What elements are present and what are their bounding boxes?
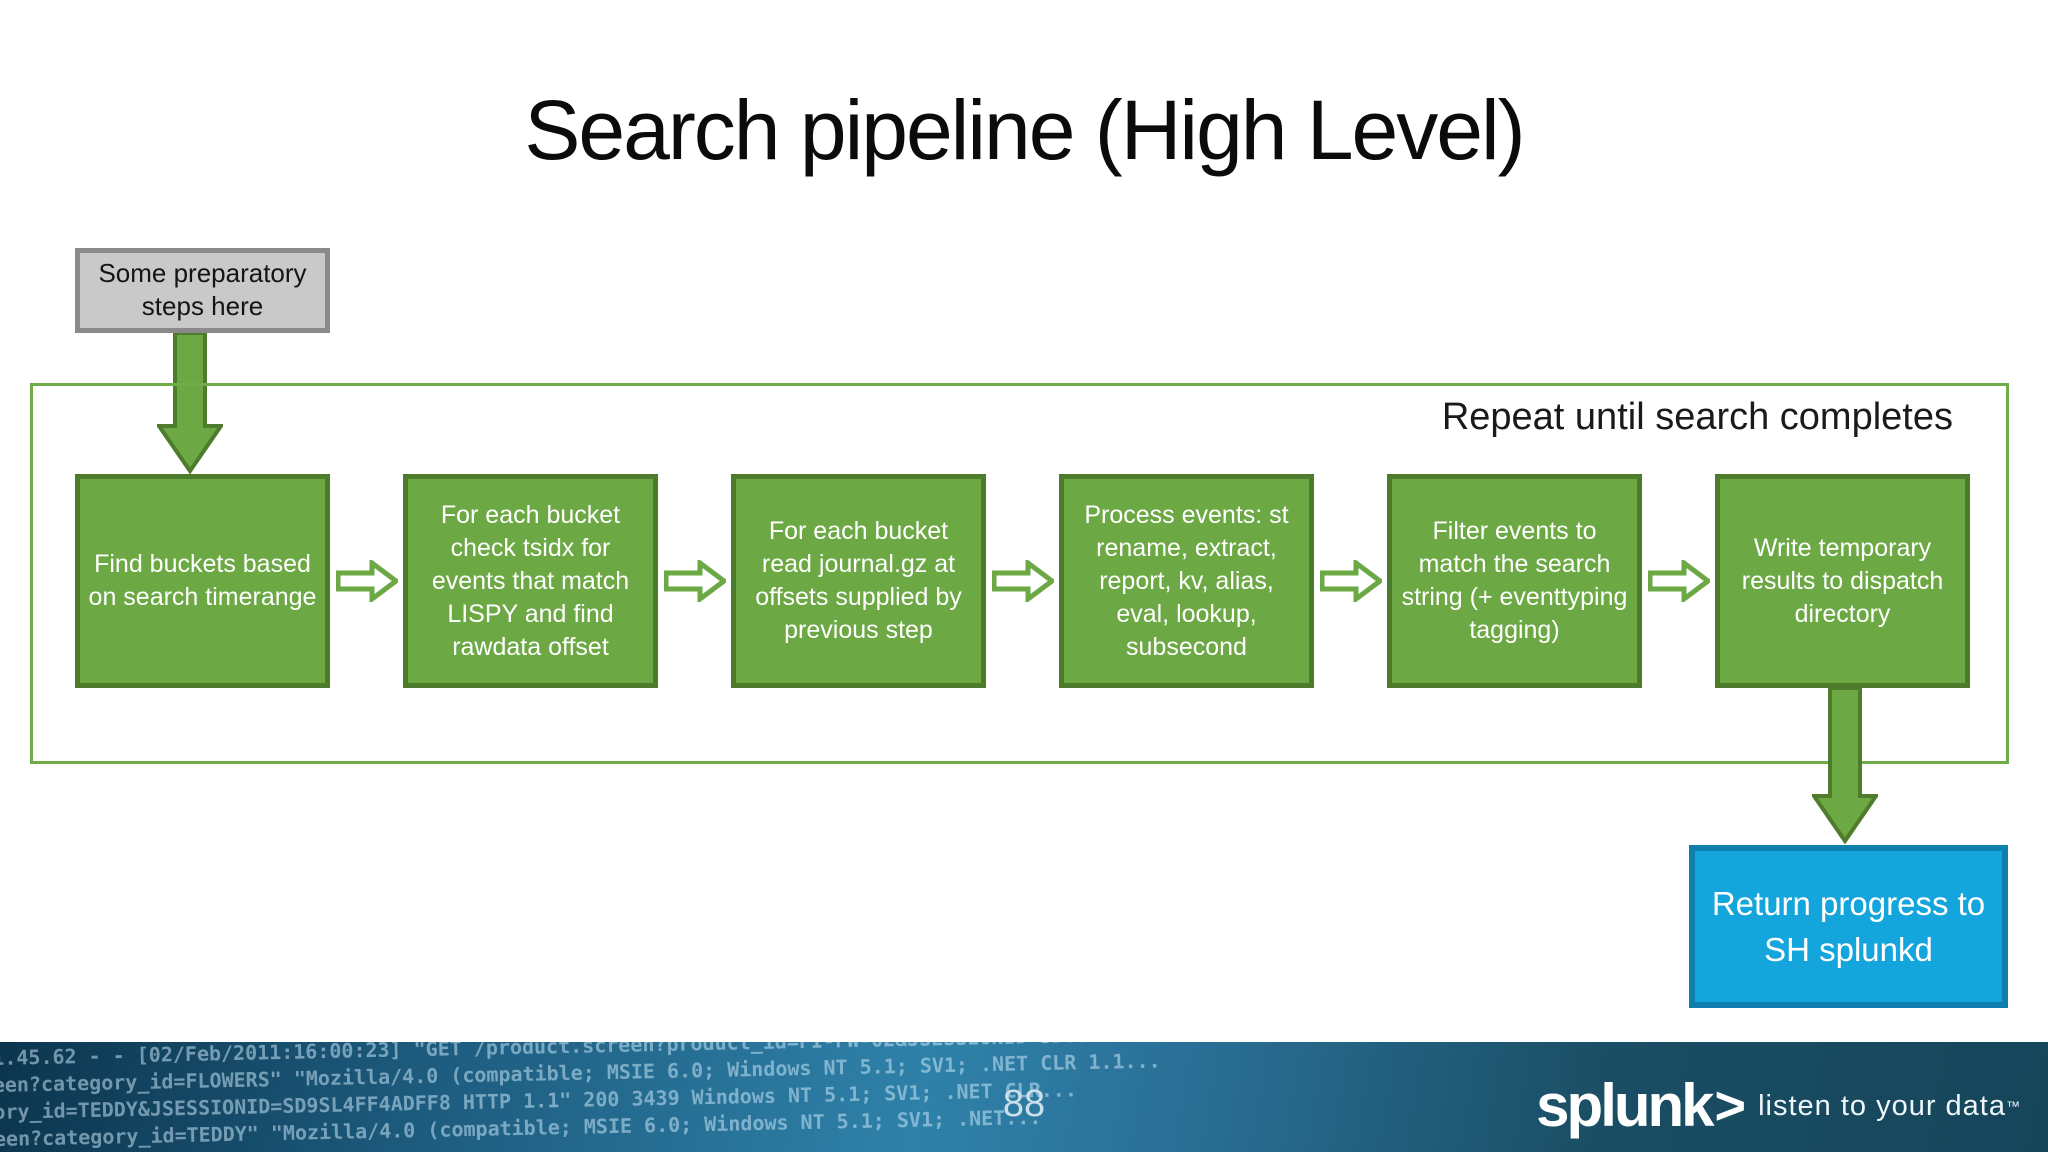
- pipeline-row: Find buckets based on search timerange F…: [75, 474, 1970, 688]
- splunk-chevron-icon: >: [1714, 1076, 1747, 1136]
- trademark-symbol: ™: [2006, 1098, 2020, 1114]
- log-background-text: 1.45.62 - - [02/Feb/2011:16:00:23] "GET …: [0, 1042, 1774, 1152]
- step-find-buckets: Find buckets based on search timerange: [75, 474, 330, 688]
- return-progress-label: Return progress to SH splunkd: [1711, 884, 1986, 968]
- step-check-tsidx: For each bucket check tsidx for events t…: [403, 474, 658, 688]
- flow-arrow-icon: [335, 560, 398, 602]
- down-arrow-icon: [1812, 688, 1878, 844]
- prep-steps-label: Some preparatory steps here: [98, 257, 307, 321]
- footer-band: 1.45.62 - - [02/Feb/2011:16:00:23] "GET …: [0, 1042, 2048, 1152]
- flow-arrow-icon: [1319, 560, 1382, 602]
- flow-arrow-icon: [991, 560, 1054, 602]
- down-arrow-icon: [157, 333, 223, 474]
- repeat-loop-frame: [30, 383, 2009, 764]
- step-read-journal: For each bucket read journal.gz at offse…: [731, 474, 986, 688]
- step-write-results: Write temporary results to dispatch dire…: [1715, 474, 1970, 688]
- slide-title: Search pipeline (High Level): [524, 83, 1525, 178]
- logo-tagline: listen to your data: [1758, 1089, 2006, 1122]
- flow-arrow-icon: [663, 560, 726, 602]
- return-progress-box: Return progress to SH splunkd: [1689, 845, 2008, 1008]
- flow-arrow-icon: [1647, 560, 1710, 602]
- step-filter-events: Filter events to match the search string…: [1387, 474, 1642, 688]
- repeat-loop-label: Repeat until search completes: [1441, 396, 1953, 438]
- splunk-logo: splunk > listen to your data ™: [1536, 1076, 2020, 1136]
- prep-steps-box: Some preparatory steps here: [75, 248, 330, 333]
- splunk-wordmark: splunk: [1536, 1072, 1714, 1139]
- step-process-events: Process events: st rename, extract, repo…: [1059, 474, 1314, 688]
